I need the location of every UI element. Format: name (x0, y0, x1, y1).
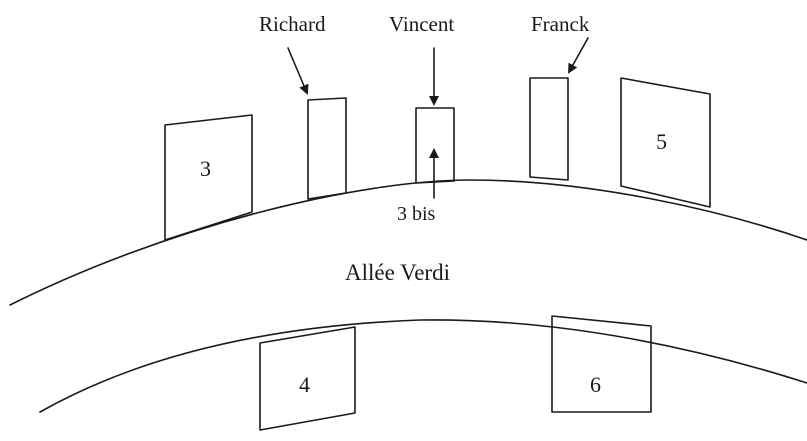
arrow-richard (287, 47, 309, 95)
label-franck: Franck (531, 12, 590, 36)
label-richard: Richard (259, 12, 326, 36)
house-6-number: 6 (590, 372, 601, 397)
house-5-number: 5 (656, 129, 667, 154)
house-3-number: 3 (200, 156, 211, 181)
house-5 (620, 77, 711, 208)
arrow-franck (568, 37, 589, 74)
street-upper-edge (9, 179, 807, 306)
house-franck (529, 77, 569, 181)
house-vincent (415, 107, 455, 184)
house-4 (259, 326, 356, 431)
street-lower-edge (39, 319, 807, 413)
label-vincent: Vincent (389, 12, 454, 36)
house-richard (307, 97, 347, 200)
house-4-number: 4 (299, 372, 310, 397)
house-6 (551, 315, 652, 413)
house-3 (164, 114, 253, 241)
street-name: Allée Verdi (345, 260, 450, 285)
house-3bis-label: 3 bis (397, 203, 436, 225)
